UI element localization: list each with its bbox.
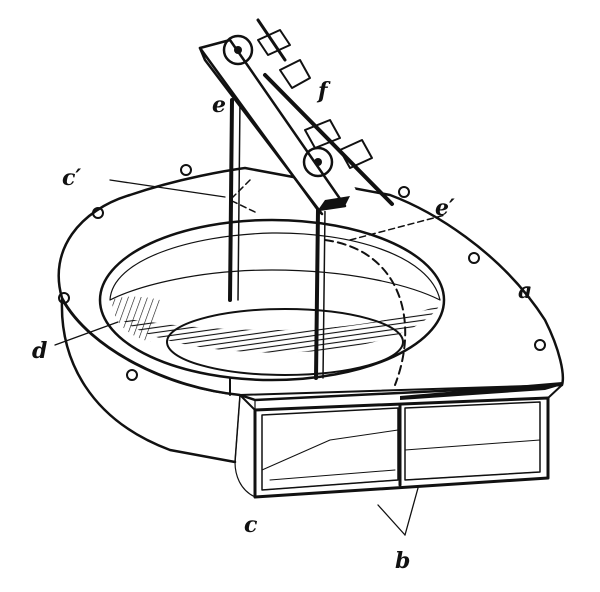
casing-top-plate [57,166,565,402]
leader-lines [54,179,419,536]
label-a: a [518,278,532,304]
label-e-prime: e′ [435,195,455,221]
support-rods [228,98,326,380]
label-d: d [32,338,47,364]
label-b: b [395,548,410,574]
label-c-prime: c′ [62,165,81,191]
label-e: e [212,92,226,118]
circular-opening [98,218,446,382]
label-c: c [244,512,258,538]
hidden-lines [229,179,446,386]
rim-bolts [58,164,546,396]
top-bracket [198,18,394,216]
label-f: f [316,78,331,104]
diagram-labels: c′ e f e′ a d c b [32,78,532,574]
outlet-box [239,384,563,499]
